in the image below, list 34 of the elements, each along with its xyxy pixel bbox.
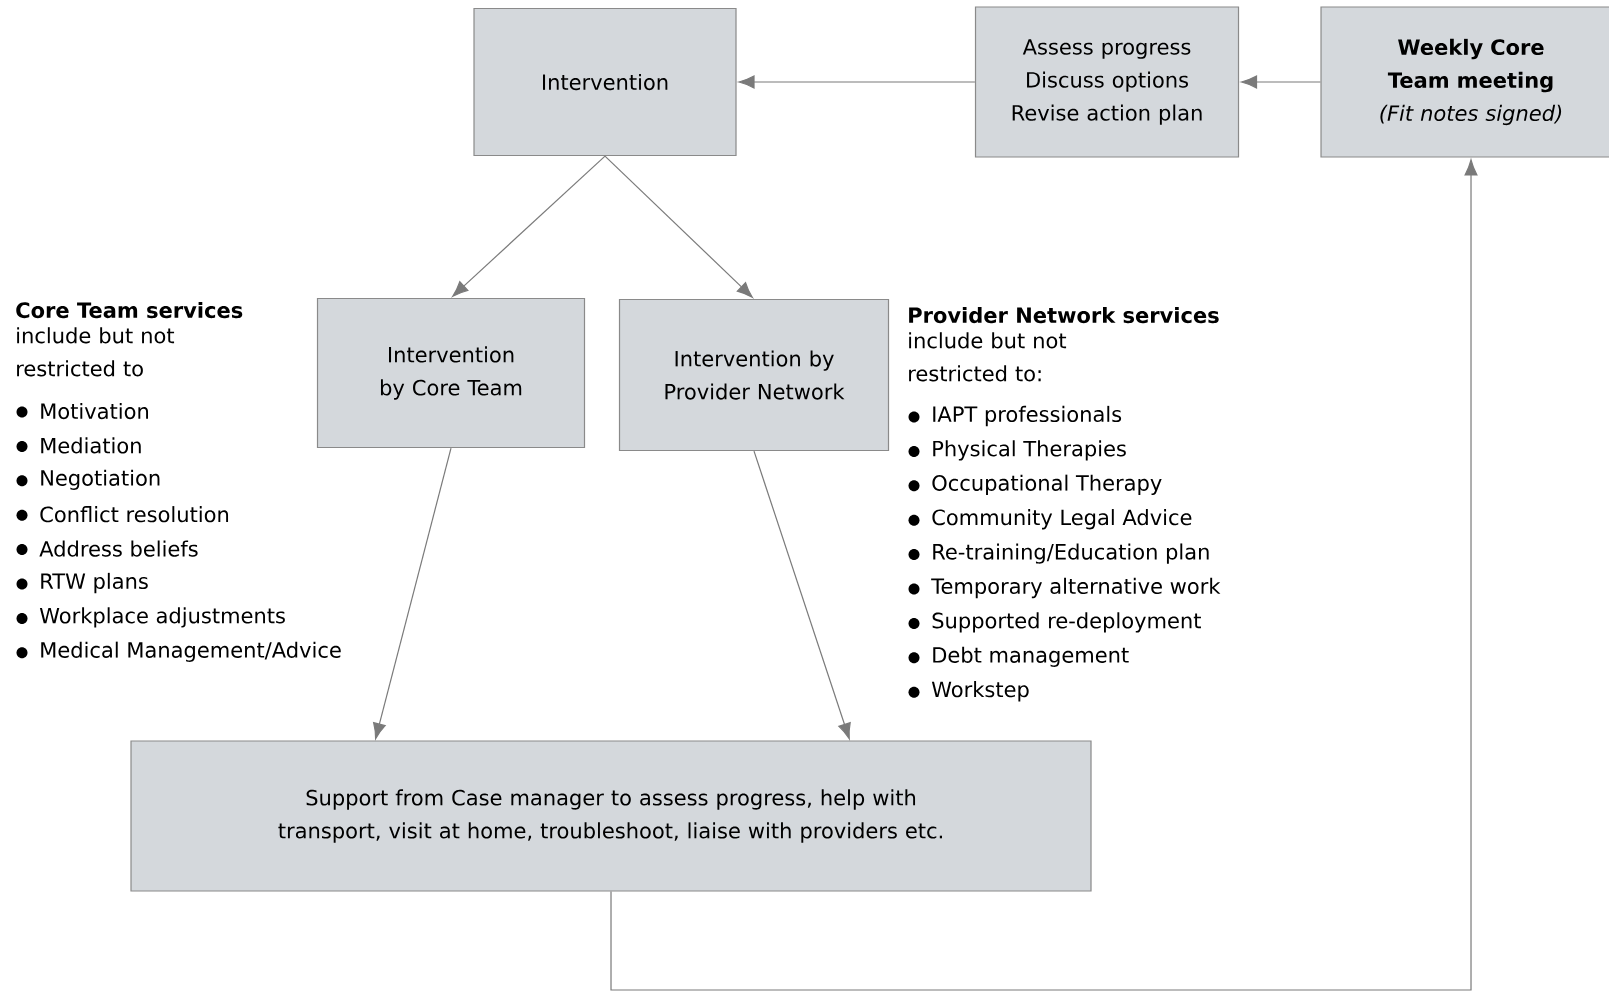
arrow xyxy=(738,75,976,89)
process-box: Intervention xyxy=(473,7,737,157)
bullet-item: Mediation xyxy=(16,437,141,454)
heading: Core Team services xyxy=(16,301,243,319)
heading: Provider Network services xyxy=(909,306,1219,324)
bullet-item: Physical Therapies xyxy=(908,440,1126,461)
process-box: Assess progress Discuss options Revise action plan xyxy=(974,6,1240,158)
arrow xyxy=(373,447,452,740)
process-box: Support from Case manager to assess progress, help with transport, visit at home, troubleshoot, liaise with providers etc. xyxy=(130,740,1092,892)
arrow xyxy=(604,155,753,298)
arrow xyxy=(610,159,1478,991)
description: include but not restricted to: xyxy=(909,332,1067,382)
bullet-item: Debt management xyxy=(908,646,1129,667)
bullet-item: RTW plans xyxy=(16,572,148,594)
bullet-item: Negotiation xyxy=(16,469,160,490)
bullet-item: Address beliefs xyxy=(16,540,198,557)
bullet-item: Supported re-deployment xyxy=(908,612,1201,633)
bullet-item: Community Legal Advice xyxy=(908,509,1192,530)
bullet-item: Workplace adjustments xyxy=(16,607,285,628)
arrow xyxy=(753,450,851,740)
process-box: Weekly Core Team meeting (Fit notes signed) xyxy=(1320,6,1609,158)
bullet-item: Motivation xyxy=(16,402,148,420)
arrow xyxy=(1240,75,1321,89)
arrow xyxy=(452,155,606,297)
bullet-item: Workstep xyxy=(908,681,1029,702)
description: include but not restricted to xyxy=(17,327,175,377)
process-box: Intervention by Core Team xyxy=(316,297,586,449)
bullet-item: Medical Management/Advice xyxy=(16,641,341,662)
bullet-item: IAPT professionals xyxy=(908,405,1122,427)
process-box: Intervention by Provider Network xyxy=(618,298,890,452)
bullet-item: Re-training/Education plan xyxy=(908,543,1209,564)
bullet-item: Occupational Therapy xyxy=(908,474,1162,495)
bullet-item: Conflict resolution xyxy=(16,506,229,523)
bullet-item: Temporary alternative work xyxy=(908,577,1221,599)
